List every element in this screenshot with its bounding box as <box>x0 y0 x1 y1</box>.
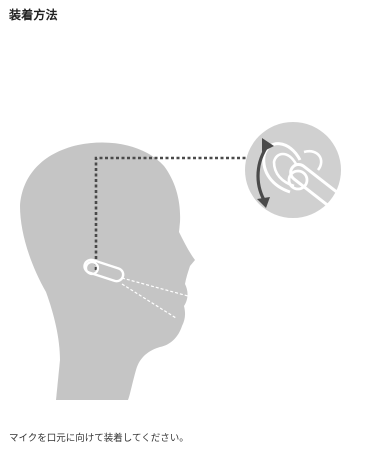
head-silhouette <box>20 143 195 400</box>
instruction-caption: マイクを口元に向けて装着してください。 <box>9 430 189 444</box>
